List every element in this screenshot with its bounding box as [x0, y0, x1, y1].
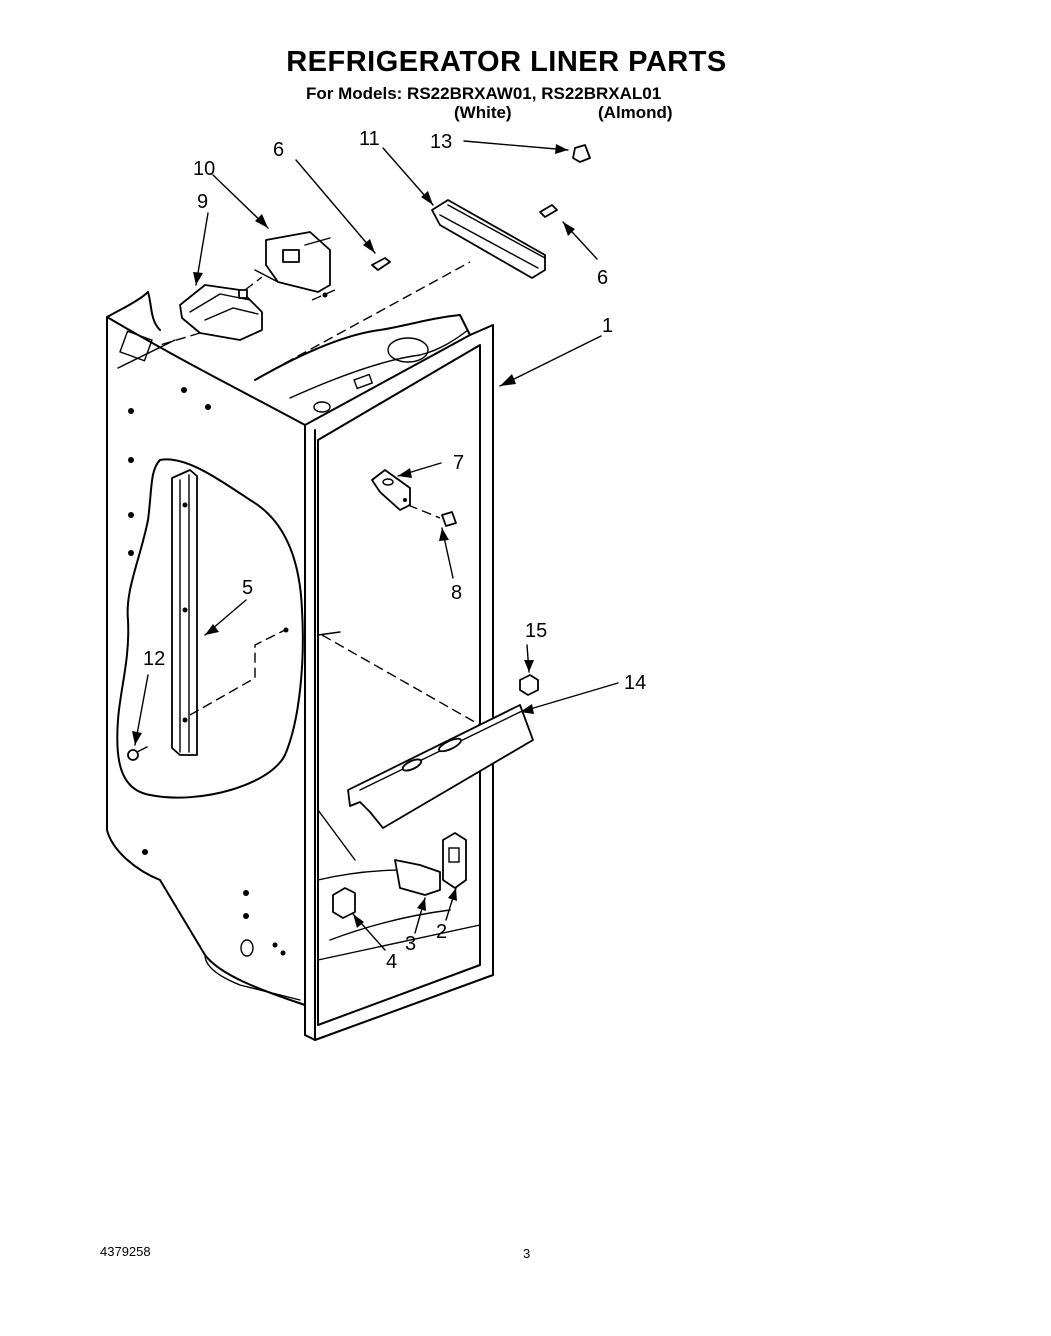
callout-7: 7 [453, 452, 464, 474]
part-6-screw-right [539, 204, 558, 218]
rail-screw-hole [283, 627, 289, 633]
rail-screw-dashed-path [189, 629, 286, 716]
callout-1: 1 [602, 315, 613, 337]
part-15-screw [519, 674, 539, 696]
part-14-shelf-bracket [347, 704, 534, 829]
part-12-screw [127, 746, 148, 761]
variant-white-label: (White) [454, 103, 512, 122]
part-5-vertical-rail [171, 469, 198, 756]
callout-5: 5 [242, 577, 253, 599]
part-2-bracket [442, 832, 467, 889]
part-10-dashed-leader [244, 276, 263, 291]
part-11-top-bracket [431, 199, 546, 279]
liner-body [106, 261, 494, 1041]
callout-2: 2 [436, 921, 447, 943]
part-8-screw [441, 511, 457, 527]
callout-15: 15 [525, 620, 547, 642]
part-7-dashed-leader [407, 504, 441, 519]
callout-11: 11 [359, 128, 380, 150]
models-line: For Models: RS22BRXAW01, RS22BRXAL01 [306, 84, 662, 103]
callout-4: 4 [386, 951, 397, 973]
part-10-dashed-leader-2 [311, 289, 336, 301]
callout-8: 8 [451, 582, 462, 604]
part-4-block [332, 887, 356, 919]
callout-13: 13 [430, 131, 452, 153]
variant-almond-label: (Almond) [598, 103, 673, 122]
part-9-dashed-leader [159, 332, 201, 346]
part-9-housing [179, 284, 263, 341]
document-number: 4379258 [100, 1244, 151, 1259]
page-title: REFRIGERATOR LINER PARTS [286, 46, 727, 78]
leader-lines [132, 140, 619, 951]
part-6-screw-left [371, 257, 391, 271]
callout-9: 9 [197, 191, 208, 213]
part-7-bracket [371, 469, 411, 511]
callout-6b: 6 [597, 267, 608, 289]
part-3-bracket [394, 859, 441, 896]
callout-14: 14 [624, 672, 646, 694]
callout-6a: 6 [273, 139, 284, 161]
part-13-clip [572, 144, 591, 163]
callout-12: 12 [143, 648, 165, 670]
callout-10: 10 [193, 158, 215, 180]
part-10-bracket [254, 231, 331, 298]
page-number: 3 [523, 1246, 531, 1261]
callout-3: 3 [405, 933, 416, 955]
